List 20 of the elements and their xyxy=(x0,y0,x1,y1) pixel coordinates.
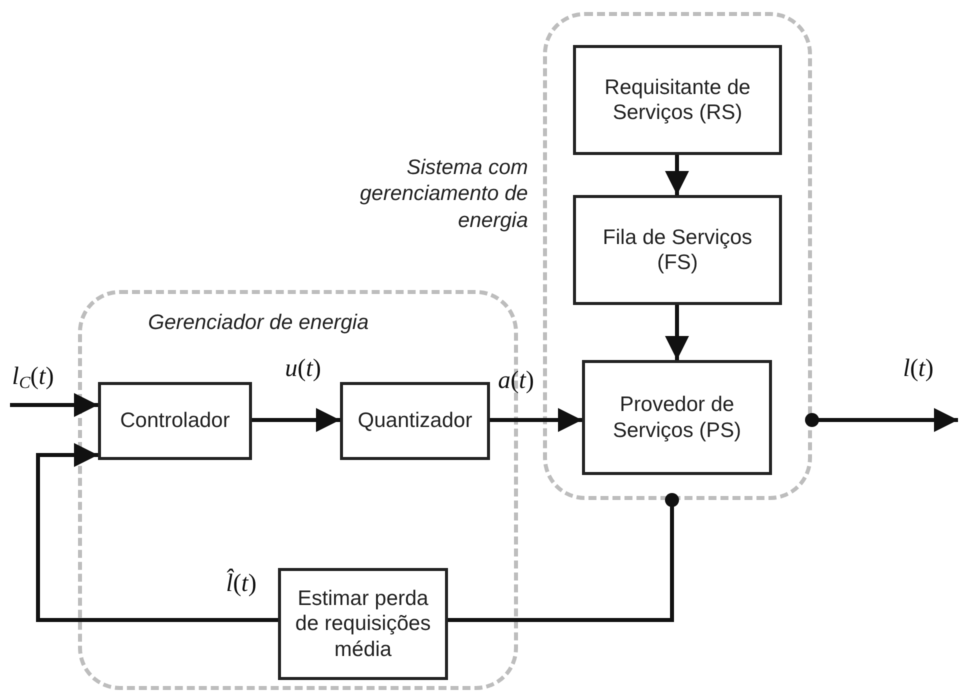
arrow xyxy=(805,408,958,432)
arrow xyxy=(665,305,689,360)
edge-label: a(t) xyxy=(498,368,534,393)
process-box: Provedor de Serviços (PS) xyxy=(582,360,772,475)
process-box: Controlador xyxy=(98,382,252,460)
arrow xyxy=(490,408,582,432)
arrow xyxy=(36,443,278,622)
arrow xyxy=(252,408,340,432)
arrow xyxy=(665,155,689,195)
process-box: Fila de Serviços (FS) xyxy=(573,195,782,305)
edge-label: l(t) xyxy=(903,356,934,381)
edge-label: l̂(t) xyxy=(226,571,257,596)
edge-label: u(t) xyxy=(285,356,322,381)
group-label: Sistema com gerenciamento de energia xyxy=(358,155,528,234)
arrow xyxy=(10,393,98,417)
edge-label: l$_{C}$(t) xyxy=(12,364,54,391)
process-box: Requisitante de Serviços (RS) xyxy=(573,45,782,155)
process-box: Quantizador xyxy=(340,382,490,460)
process-box: Estimar perda de requisições média xyxy=(278,568,448,680)
group-label: Gerenciador de energia xyxy=(148,310,370,336)
